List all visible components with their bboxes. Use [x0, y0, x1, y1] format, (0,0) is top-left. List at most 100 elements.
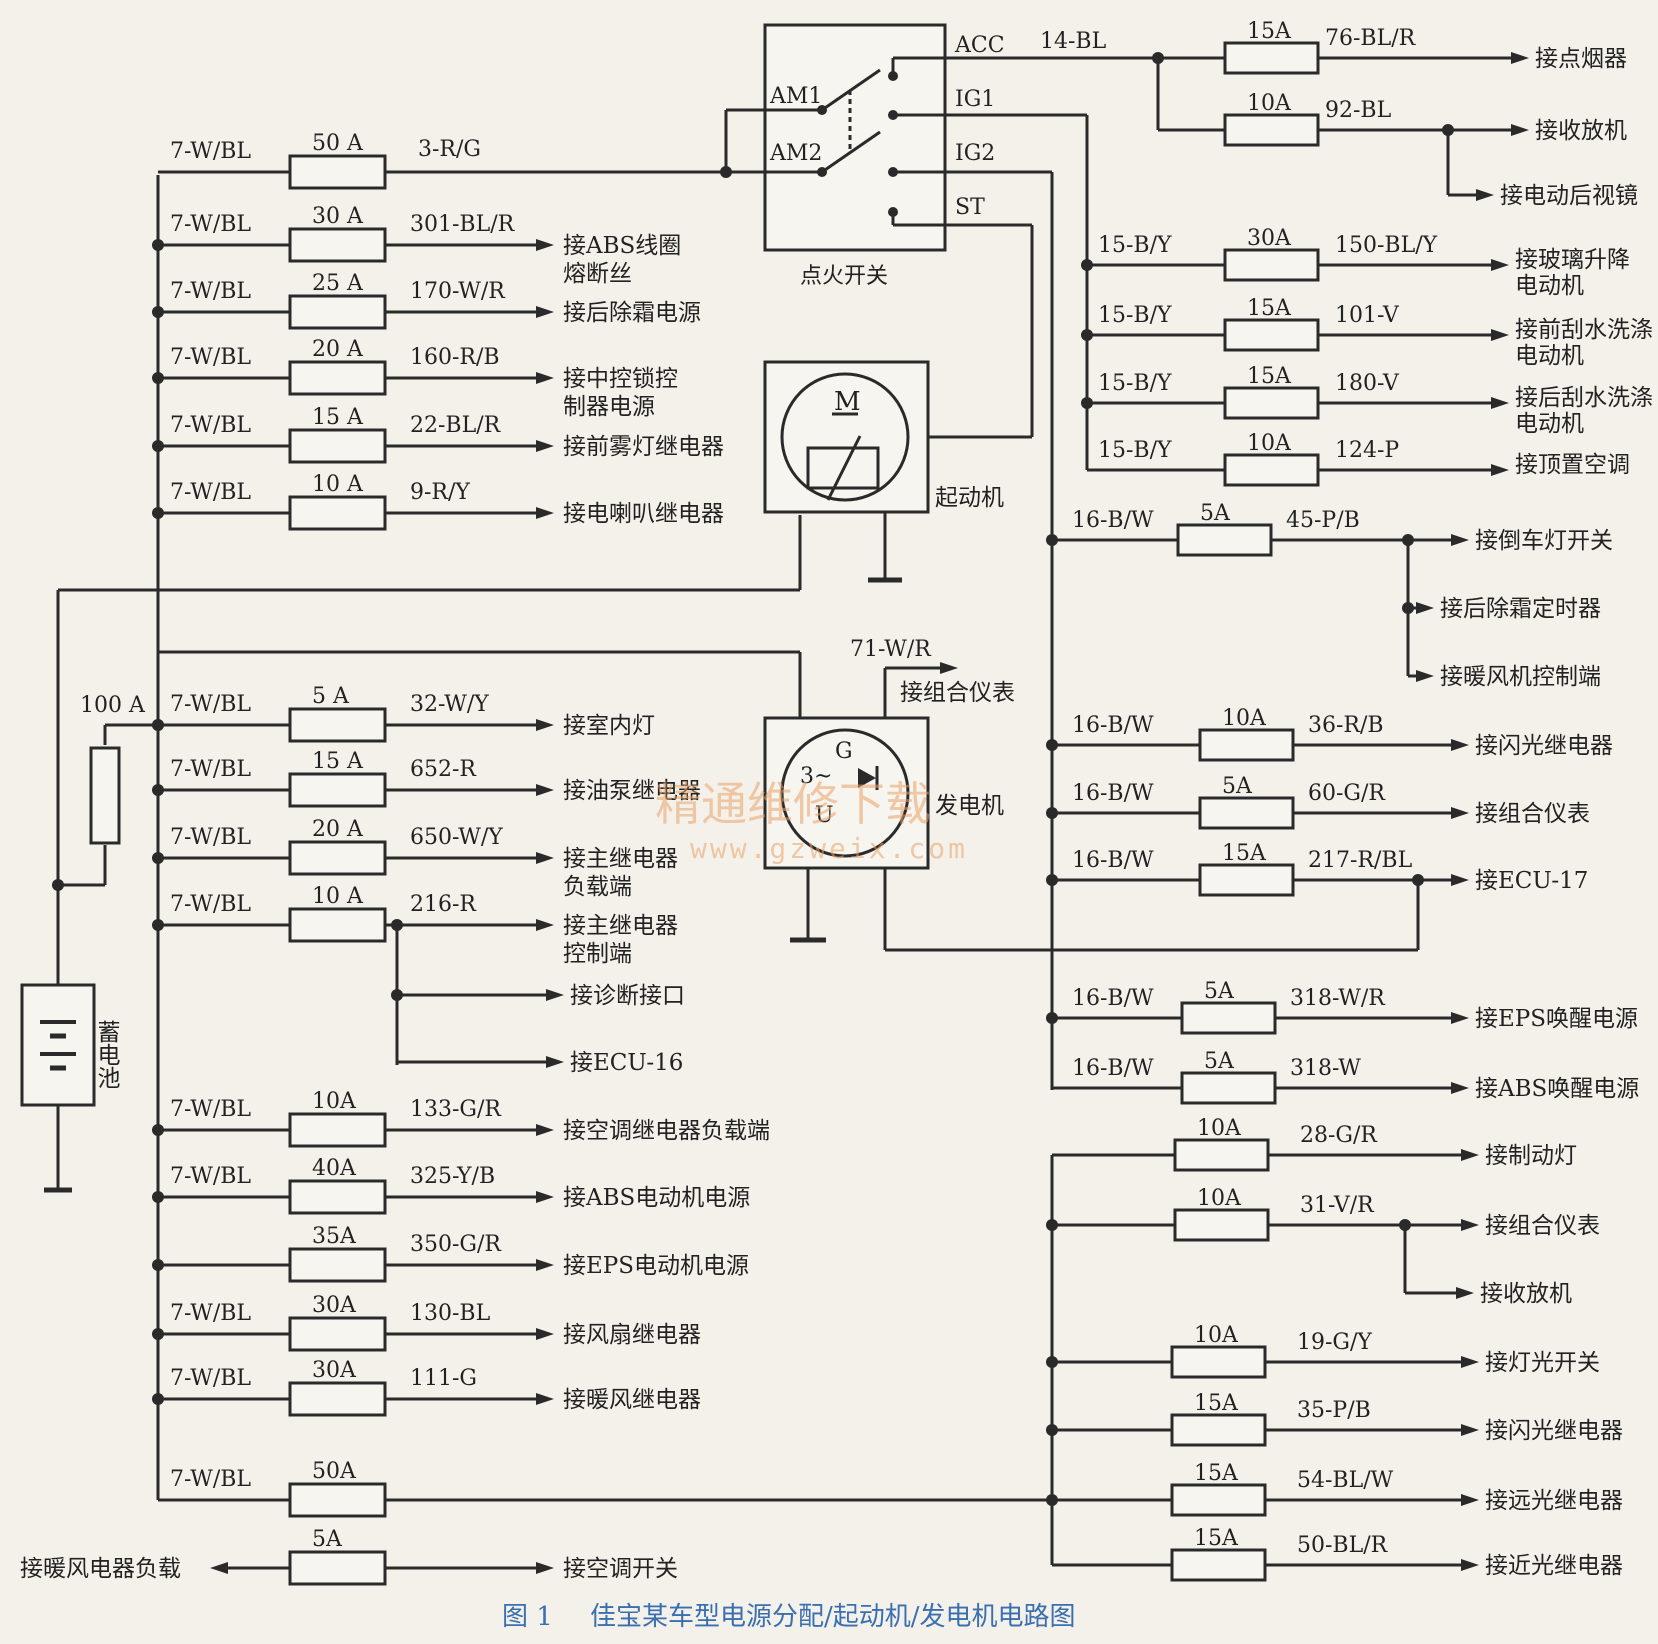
- fuse: [1176, 523, 1273, 557]
- feed-wire-label: 16-B/W: [1072, 848, 1154, 873]
- wire-label: 92-BL: [1325, 98, 1392, 123]
- dest-label: 接ECU-17: [1475, 868, 1588, 894]
- wire-label: 60-G/R: [1308, 781, 1386, 806]
- fuse-rating: 5A: [312, 1527, 343, 1552]
- fuse: [1198, 796, 1295, 830]
- wire-label: 36-R/B: [1308, 713, 1384, 738]
- arrow-right-icon: [1451, 1082, 1469, 1094]
- dest-label: 接主继电器: [563, 913, 678, 939]
- left-circuit: 7-W/BL 50 A 3-R/G: [158, 131, 481, 190]
- arrow-right-icon: [536, 306, 554, 318]
- ig2-terminal: IG2: [955, 141, 995, 166]
- arrow-right-icon: [536, 1562, 554, 1574]
- feed-wire-label: 7-W/BL: [170, 139, 251, 164]
- bottom-right-bus-top: [1046, 1153, 1175, 1231]
- dest-label: 接后刮水洗涤: [1515, 385, 1653, 411]
- fuse-rating: 35A: [312, 1224, 357, 1249]
- fuse: [288, 772, 387, 808]
- dest-label-2: 电动机: [1515, 273, 1584, 299]
- wire-label: 45-P/B: [1286, 508, 1360, 533]
- fuse: [1173, 1138, 1270, 1172]
- wire-label: 217-R/BL: [1308, 848, 1413, 873]
- dest-label: 接组合仪表: [1475, 801, 1590, 827]
- dest-label: 接前雾灯继电器: [563, 434, 724, 460]
- junction-dot: [1402, 602, 1414, 614]
- dest-label: 接近光继电器: [1485, 1553, 1623, 1579]
- dest-label-2: 控制端: [563, 941, 632, 967]
- fuse: [288, 1179, 387, 1215]
- fuse: [288, 1482, 387, 1518]
- feed-wire-label: 7-W/BL: [170, 413, 251, 438]
- bottom-right-circuit: 10A 19-G/Y 接灯光开关: [1046, 1323, 1600, 1379]
- arrow-right-icon: [536, 1328, 554, 1340]
- wire-label: 19-G/Y: [1297, 1330, 1372, 1355]
- alternator-label: 发电机: [935, 793, 1004, 819]
- st-terminal: ST: [955, 195, 985, 220]
- dest-label: 接EPS电动机电源: [563, 1253, 749, 1279]
- watermark-url: www.gzweix.com: [690, 832, 968, 865]
- main-fuse-100a: 100 A: [80, 693, 146, 845]
- starter-label: 起动机: [935, 485, 1004, 511]
- fuse-rating: 10A: [1194, 1323, 1239, 1348]
- dest-label: 接中控锁控: [563, 366, 678, 392]
- feed-wire-label: 7-W/BL: [170, 279, 251, 304]
- arrow-right-icon: [1491, 329, 1509, 341]
- arrow-right-icon: [1451, 807, 1469, 819]
- acc-wire-label: 14-BL: [1040, 29, 1107, 54]
- fuse: [1170, 1345, 1267, 1379]
- fuse-rating: 50 A: [312, 131, 364, 156]
- branch-dest: 接后除霜定时器: [1440, 596, 1601, 622]
- wire-label: 216-R: [410, 892, 477, 917]
- arrow-right-icon: [546, 989, 564, 1001]
- wire-label: 111-G: [410, 1366, 477, 1391]
- fuse-rating: 10A: [1222, 706, 1267, 731]
- fuse: [288, 428, 387, 464]
- wire-label: 650-W/Y: [410, 825, 503, 850]
- wire-label: 3-R/G: [418, 137, 481, 162]
- alt-output-dest: 接组合仪表: [900, 680, 1015, 706]
- branch-dest: 接ECU-16: [570, 1050, 683, 1076]
- fuse-rating: 40A: [312, 1156, 357, 1181]
- junction-dot: [391, 989, 403, 1001]
- branch-dest: 接诊断接口: [570, 983, 685, 1009]
- feed-wire-label: 7-W/BL: [170, 212, 251, 237]
- dest-label: 接暖风电器负载: [20, 1556, 181, 1582]
- wire-label: 31-V/R: [1300, 1193, 1375, 1218]
- dest-label: 接顶置空调: [1515, 452, 1630, 478]
- fuse: [288, 360, 387, 396]
- feed-wire-label: 7-W/BL: [170, 1097, 251, 1122]
- fuse-rating: 10A: [1247, 91, 1292, 116]
- fuse: [1223, 453, 1320, 487]
- wire-label: 652-R: [410, 757, 477, 782]
- dest-label: 接灯光开关: [1485, 1350, 1600, 1376]
- feed-wire-label: 16-B/W: [1072, 508, 1154, 533]
- arrow-right-icon: [1461, 1149, 1479, 1161]
- battery-label: 蓄电池: [93, 1020, 121, 1089]
- acc-terminal: ACC: [954, 33, 1005, 58]
- dest-label-2: 熔断丝: [563, 261, 632, 287]
- dest-label-2: 制器电源: [563, 394, 655, 420]
- arrow-right-icon: [536, 784, 554, 796]
- wire-label: 170-W/R: [410, 279, 506, 304]
- dest-label: 接组合仪表: [1485, 1213, 1600, 1239]
- fuse-rating: 15 A: [312, 749, 364, 774]
- dest-label: 接点烟器: [1535, 46, 1627, 72]
- wire-label: 150-BL/Y: [1335, 233, 1438, 258]
- branch-dest: 接电动后视镜: [1500, 183, 1638, 209]
- arrow-right-icon: [1461, 1494, 1479, 1506]
- fuse-rating: 10A: [1197, 1186, 1242, 1211]
- ig1-terminal: IG1: [955, 87, 995, 112]
- fuse-rating: 20 A: [312, 337, 364, 362]
- am1-terminal: AM1: [769, 84, 822, 109]
